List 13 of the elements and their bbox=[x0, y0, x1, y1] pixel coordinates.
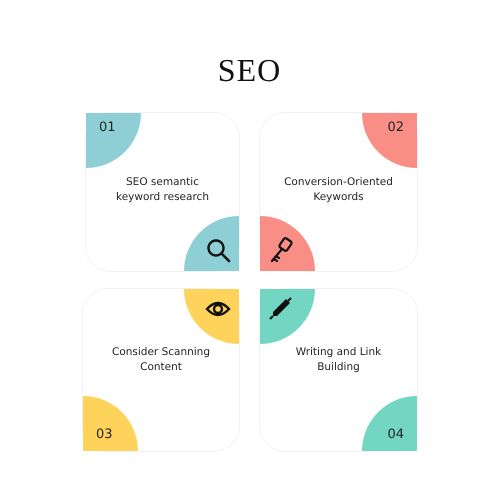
step-description: SEO semantic keyword research bbox=[115, 175, 210, 205]
step-number: 04 bbox=[387, 427, 404, 442]
step-number: 02 bbox=[387, 120, 404, 135]
step-number: 03 bbox=[96, 427, 113, 442]
step-card bbox=[259, 288, 418, 452]
step-description: Conversion-Oriented Keywords bbox=[283, 175, 394, 205]
diagram-title: SEO bbox=[216, 52, 282, 89]
step-card bbox=[259, 112, 418, 272]
step-number: 01 bbox=[99, 120, 116, 135]
step-description: Consider Scanning Content bbox=[111, 345, 211, 375]
step-card bbox=[85, 112, 240, 272]
step-description: Writing and Link Building bbox=[294, 345, 382, 375]
step-card bbox=[82, 288, 240, 452]
